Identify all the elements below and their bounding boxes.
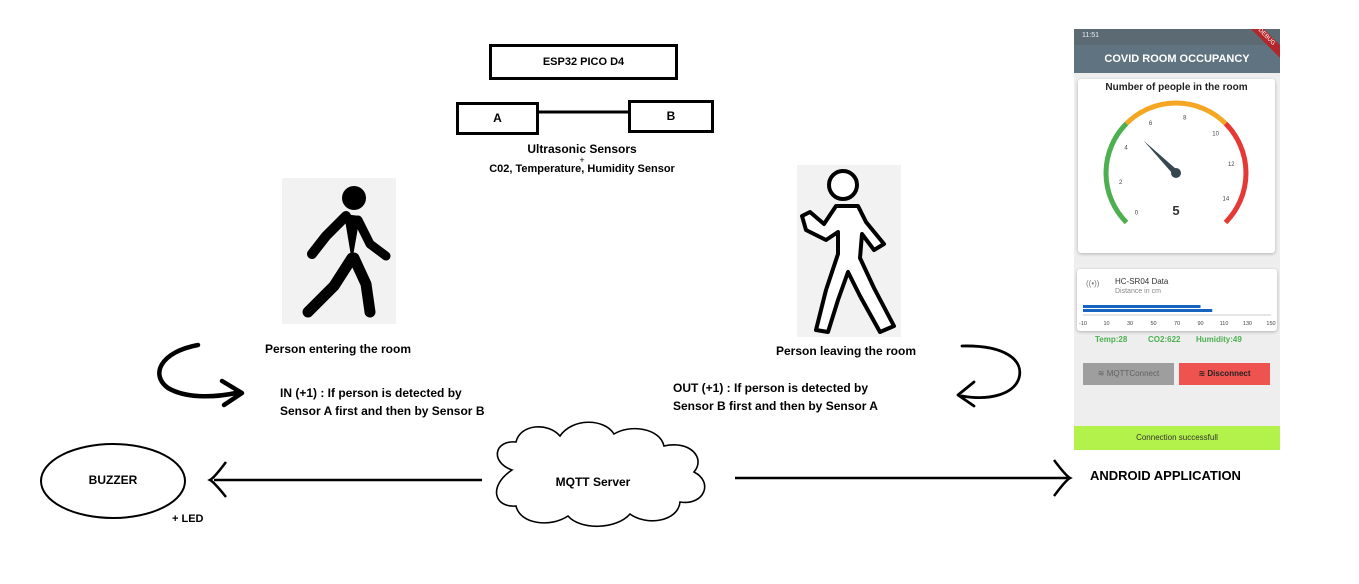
sensor-extra-caption: C02, Temperature, Humidity Sensor (489, 163, 675, 175)
status-time: 11:51 (1082, 32, 1099, 39)
bar-axis-tick-label: 50 (1150, 321, 1156, 327)
distance-bar (1083, 309, 1213, 312)
in-rule-line1: IN (+1) : If person is detected by (280, 386, 462, 400)
android-label: ANDROID APPLICATION (1090, 468, 1241, 483)
ultrasonic-caption: Ultrasonic Sensors (527, 142, 637, 156)
gauge-card: Number of people in the room 0 2 4 6 8 10 12 14… (1078, 79, 1275, 253)
app-title: COVID ROOM OCCUPANCY (1074, 45, 1280, 73)
gauge-arc-high (1223, 121, 1249, 225)
occupancy-gauge: 0 2 4 6 8 10 12 14 (1103, 100, 1249, 225)
bar-axis-tick-label: 90 (1197, 321, 1203, 327)
humidity-reading: Humidity:49 (1196, 335, 1242, 344)
disconnect-label: Disconnect (1207, 369, 1251, 378)
distance-bar-chart: -10 10 30 50 70 90 110 130 150 (1079, 305, 1276, 327)
entering-curved-arrow (157, 342, 245, 408)
gauge-hub (1171, 168, 1181, 178)
gauge-arc-low (1103, 121, 1129, 225)
buzzer-ellipse (40, 443, 186, 519)
mqtt-cloud-shape (495, 421, 706, 527)
gauge-value: 5 (1172, 203, 1180, 218)
leaving-caption: Person leaving the room (775, 344, 917, 358)
sensor-card-subtitle: Distance in cm (1115, 288, 1161, 295)
wifi-off-icon: ≋ (1198, 369, 1208, 378)
sensor-plus: + (579, 155, 585, 165)
sensor-a-label: A (493, 111, 502, 125)
buzzer-extra-label: + LED (172, 513, 204, 525)
bar-axis-tick-label: 130 (1243, 321, 1252, 327)
gauge-tick-label: 6 (1149, 121, 1153, 127)
gauge-tick-label: 10 (1212, 131, 1219, 137)
buzzer-label: BUZZER (88, 473, 138, 487)
sensor-b-label: B (666, 109, 676, 123)
walking-person-outline-icon (797, 165, 901, 337)
bar-axis-tick-label: -10 (1079, 321, 1087, 327)
sensor-card-title: HC-SR04 Data (1115, 277, 1169, 286)
gauge-tick-label: 14 (1223, 196, 1230, 202)
bar-axis-tick-label: 30 (1127, 321, 1133, 327)
arrow-to-android (735, 459, 1073, 497)
mqtt-connect-label: MQTTConnect (1106, 369, 1160, 378)
gauge-tick-label: 2 (1119, 180, 1123, 186)
connection-status-bar: Connection successfull (1074, 426, 1280, 450)
android-app-screenshot: 11:51 COVID ROOM OCCUPANCY DEBUG Number … (1074, 29, 1280, 450)
distance-bar (1083, 305, 1201, 308)
entering-caption: Person entering the room (264, 342, 412, 356)
mqtt-connect-button[interactable]: ≋ MQTTConnect (1083, 363, 1174, 385)
bar-axis-tick-label: 70 (1174, 321, 1180, 327)
gauge-tick-label: 0 (1135, 211, 1139, 217)
co2-reading: CO2:622 (1148, 335, 1181, 344)
sensor-data-card: ((•)) HC-SR04 Data Distance in cm -10 10 3… (1077, 269, 1277, 331)
status-bar: 11:51 (1074, 29, 1280, 45)
gauge-title: Number of people in the room (1105, 82, 1248, 93)
bar-axis-tick-label: 110 (1220, 321, 1229, 327)
bar-axis-tick-label: 150 (1266, 321, 1275, 327)
disconnect-button[interactable]: ≋ Disconnect (1179, 363, 1270, 385)
arrow-to-buzzer (207, 461, 482, 498)
gauge-tick-label: 4 (1124, 146, 1128, 152)
esp32-box: ESP32 PICO D4 (489, 44, 678, 80)
mqtt-label: MQTT Server (555, 475, 631, 489)
temp-reading: Temp:28 (1095, 335, 1128, 344)
in-rule-line2: Sensor A first and then by Sensor B (280, 404, 485, 418)
walking-person-icon (282, 178, 396, 324)
esp32-title: ESP32 PICO D4 (542, 56, 625, 68)
sensor-b-box: B (628, 100, 714, 133)
gauge-needle (1143, 140, 1179, 176)
wireless-icon: ((•)) (1086, 279, 1100, 288)
gauge-arc-mid (1124, 100, 1228, 126)
leaving-curved-arrow (956, 344, 1022, 408)
gauge-tick-label: 8 (1183, 116, 1187, 122)
wifi-icon: ≋ (1097, 369, 1107, 378)
sensor-a-box: A (456, 102, 539, 135)
gauge-tick-label: 12 (1228, 162, 1235, 168)
out-rule-line1: OUT (+1) : If person is detected by (673, 381, 869, 395)
bar-axis-tick-label: 10 (1103, 321, 1109, 327)
out-rule-line2: Sensor B first and then by Sensor A (673, 399, 878, 413)
